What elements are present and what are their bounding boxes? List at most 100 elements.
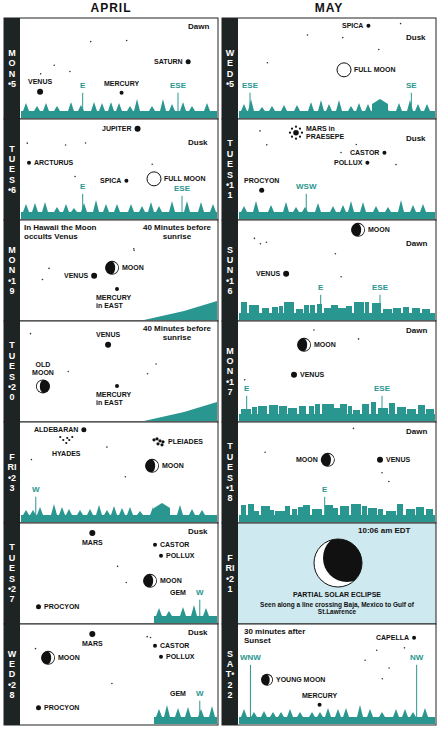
planet-dot [81, 427, 86, 432]
tree-silhouette [410, 712, 416, 717]
building-silhouette [269, 405, 278, 414]
building-silhouette [378, 509, 383, 515]
tree-silhouette [164, 705, 170, 717]
building-silhouette [386, 511, 396, 515]
building-silhouette [258, 406, 267, 414]
date-strip-ground [4, 523, 20, 624]
sky-label: SPICA [342, 22, 363, 30]
tree-silhouette [199, 510, 205, 515]
panel-ground [4, 119, 218, 220]
panel-ground [222, 624, 436, 725]
sky-label: HYADES [52, 450, 81, 458]
tree-silhouette [241, 104, 247, 111]
background-star [106, 446, 108, 448]
date-label: SAT•22 [226, 649, 235, 701]
star-cluster-dot [158, 439, 161, 442]
tree-silhouette [184, 201, 190, 212]
moon-crescent [37, 380, 43, 392]
background-star [90, 41, 92, 43]
tree-silhouette [357, 705, 363, 717]
direction-tick [35, 497, 36, 515]
tree-silhouette [420, 204, 426, 212]
tree-silhouette [415, 104, 421, 111]
tree-silhouette [104, 510, 110, 515]
tree-silhouette [169, 104, 175, 111]
ground-band [21, 515, 217, 522]
tree-silhouette [402, 709, 408, 717]
direction-tick [306, 194, 307, 212]
date-label: TUES•18 [226, 441, 235, 503]
date-strip-ground [222, 624, 238, 725]
moon-disk [36, 379, 50, 393]
tree-silhouette [34, 106, 40, 111]
day-panel: SUN•16MOONDawnVENUSEESE [222, 220, 436, 321]
moon-crescent [267, 675, 272, 685]
background-star [126, 40, 128, 42]
full-moon [337, 63, 351, 77]
tree-silhouette [294, 105, 300, 111]
date-label: TUES•6 [8, 144, 17, 196]
building-silhouette [407, 409, 416, 414]
sky-label: VENUS [386, 456, 410, 464]
background-star [266, 144, 268, 146]
tree-silhouette [336, 100, 342, 111]
background-star [150, 637, 152, 639]
day-panel: TUES•27DuskMARSCASTORPOLLUXMOONPROCYONGE… [4, 523, 218, 624]
date-label: SUN•16 [226, 245, 235, 297]
tree-silhouette [396, 103, 402, 111]
date-label: FRI•23 [8, 452, 17, 493]
date-strip-ground [4, 321, 20, 422]
star-cluster-dot [65, 442, 67, 444]
moon-disk [297, 338, 311, 352]
sky-label: MOON [314, 341, 336, 349]
tree-silhouette [23, 204, 29, 212]
tree-silhouette [281, 105, 287, 111]
tree-silhouette [156, 206, 162, 212]
planet-dot [153, 644, 157, 648]
planet-dot [89, 631, 95, 637]
tree-silhouette [278, 712, 284, 717]
date-strip-ground [222, 321, 238, 422]
day-panel: TUES•2040 Minutes before sunriseVENUSOLD… [4, 321, 218, 422]
direction-tick [178, 93, 179, 111]
sky-label: POLLUX [166, 552, 194, 560]
building-silhouette [416, 507, 424, 515]
tree-silhouette [356, 103, 362, 111]
planet-dot [135, 126, 141, 132]
planet-dot [366, 24, 370, 28]
tree-silhouette [66, 509, 72, 515]
date-label: TUES•11 [226, 138, 235, 200]
tree-silhouette [93, 200, 99, 212]
tree-silhouette [156, 709, 162, 717]
planet-dot [124, 179, 128, 183]
panel-ground [222, 321, 436, 422]
planet-dot [291, 372, 297, 378]
star-cluster-dot [299, 136, 301, 138]
tree-silhouette [128, 204, 134, 212]
tree-silhouette [365, 104, 371, 111]
day-panel: SAT•2230 minutes after SunsetCAPELLAYOUN… [222, 624, 436, 725]
direction-label: E [322, 486, 327, 495]
direction-tick [382, 396, 383, 414]
tree-silhouette [287, 709, 293, 717]
tree-silhouette [139, 206, 145, 212]
direction-tick [380, 295, 381, 313]
background-star [133, 248, 135, 250]
sky-label: In Hawaii the Moon occults Venus [24, 224, 114, 242]
sky-label: MARS [82, 539, 103, 547]
direction-label: ESE [174, 185, 190, 194]
moon-crescent [48, 652, 54, 664]
sky-label: MOON [296, 456, 318, 464]
day-panel: WED•28DuskMARSCASTORPOLLUXMOONPROCYONGEM… [4, 624, 218, 725]
tree-silhouette [43, 103, 49, 111]
building-silhouette [383, 309, 392, 313]
tree-silhouette [330, 206, 336, 212]
building-silhouette [353, 410, 360, 414]
tree-silhouette [209, 706, 215, 717]
background-star [53, 64, 55, 66]
sky-label: JUPITER [102, 125, 132, 133]
month-header: MAY [222, 2, 436, 15]
building-silhouette [252, 407, 257, 414]
background-star [254, 238, 256, 240]
building-silhouette [322, 404, 327, 414]
